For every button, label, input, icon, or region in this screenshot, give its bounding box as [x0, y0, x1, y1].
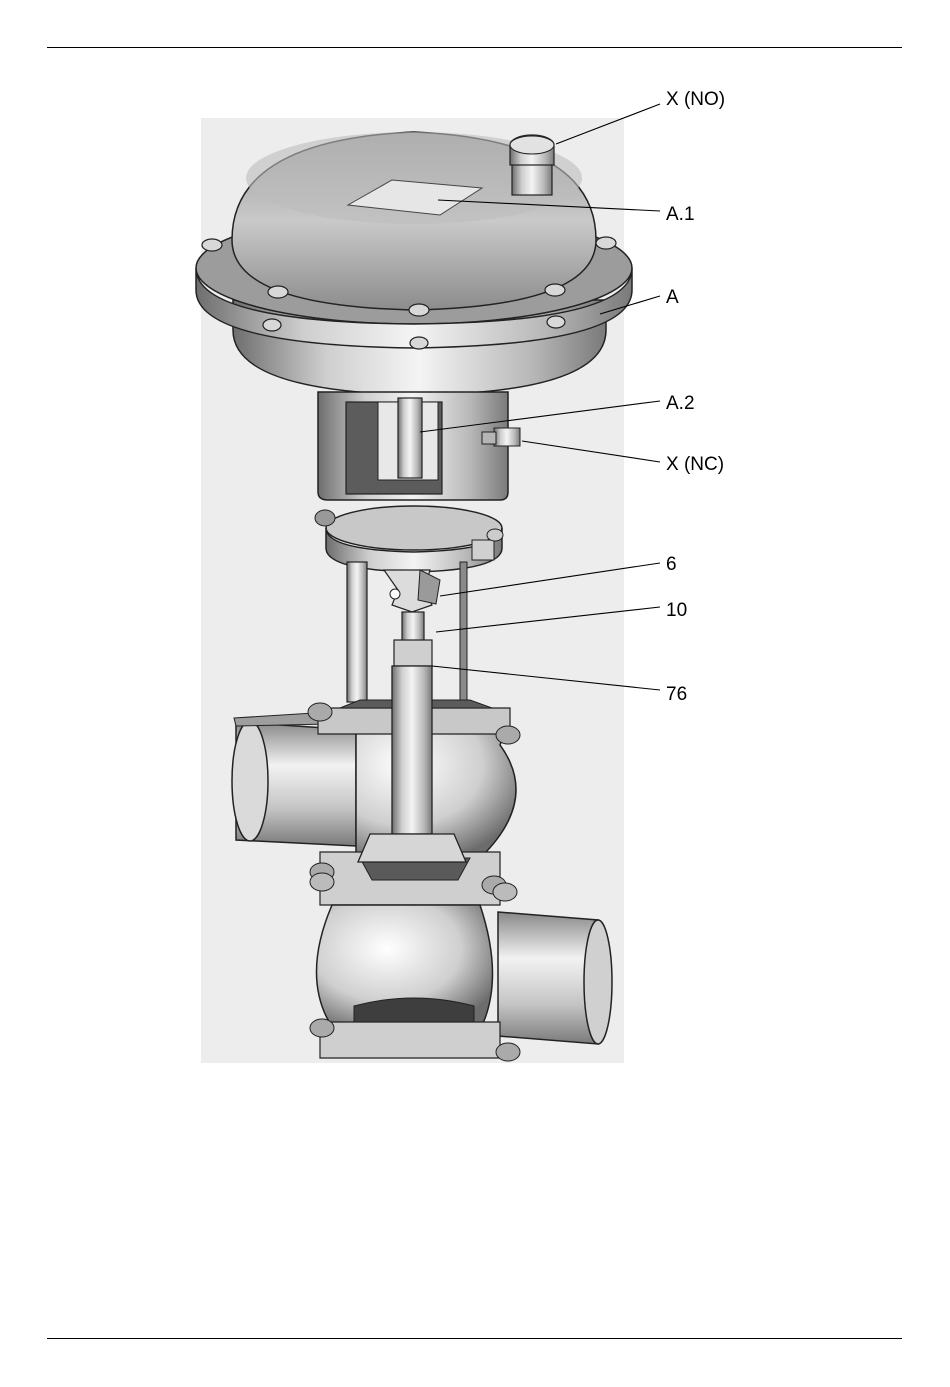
callout-a2: A.2 — [666, 393, 695, 414]
callout-6: 6 — [666, 554, 677, 575]
callout-labels: X (NO) A.1 A A.2 X (NC) 6 10 76 — [666, 89, 725, 705]
callout-a: A — [666, 287, 679, 308]
yoke — [318, 392, 520, 500]
callout-76: 76 — [666, 684, 687, 705]
callout-10: 10 — [666, 600, 687, 621]
callout-x-no: X (NO) — [666, 89, 725, 110]
callout-x-nc: X (NC) — [666, 454, 724, 475]
callout-a1: A.1 — [666, 204, 695, 225]
actuator — [196, 132, 632, 395]
